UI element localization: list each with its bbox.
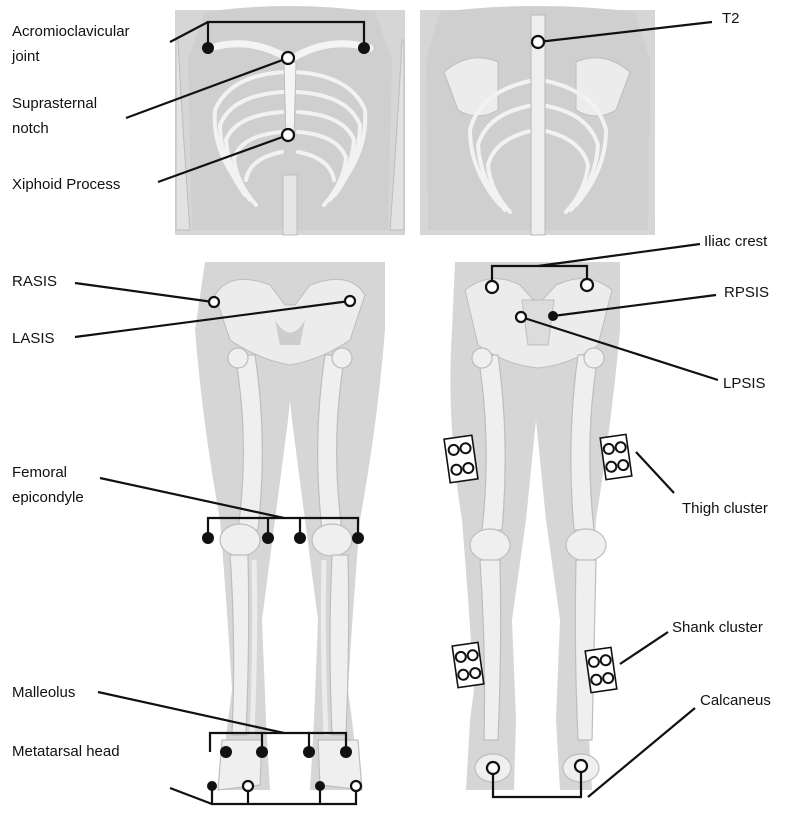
cluster-marker-dot xyxy=(603,443,614,454)
cluster-marker-dot xyxy=(463,462,474,473)
cluster-marker-dot xyxy=(455,651,466,662)
label-suprasternal-line1: Suprasternal xyxy=(12,95,97,112)
marker-xiphoid-process xyxy=(282,129,294,141)
cluster-marker-dot xyxy=(603,672,614,683)
marker-femoral-epicondyle-4 xyxy=(352,532,364,544)
label-malleolus: Malleolus xyxy=(12,684,75,701)
marker-metatarsal-4 xyxy=(351,781,361,791)
cluster-marker-dot xyxy=(618,459,629,470)
label-iliac-crest: Iliac crest xyxy=(704,233,768,250)
shank-cluster-right xyxy=(452,642,484,687)
label-lpsis: LPSIS xyxy=(723,375,766,392)
marker-malleolus-4 xyxy=(340,746,352,758)
back-labels: T2 Iliac crest RPSIS LPSIS Thigh cluster… xyxy=(672,10,771,709)
label-t2: T2 xyxy=(722,10,740,27)
marker-rpsis xyxy=(548,311,558,321)
cluster-marker-dot xyxy=(460,443,471,454)
cluster-marker-dot xyxy=(451,464,462,475)
marker-metatarsal-2 xyxy=(243,781,253,791)
label-suprasternal-line2: notch xyxy=(12,120,49,137)
label-acromioclavicular-line1: Acromioclavicular xyxy=(12,23,130,40)
label-xiphoid-process: Xiphoid Process xyxy=(12,176,120,193)
front-labels: Acromioclavicular joint Suprasternal not… xyxy=(11,23,130,760)
marker-metatarsal-1 xyxy=(207,781,217,791)
marker-acromioclavicular-left xyxy=(358,42,370,54)
marker-malleolus-2 xyxy=(256,746,268,758)
label-rasis: RASIS xyxy=(12,273,57,290)
front-view: Acromioclavicular joint Suprasternal not… xyxy=(11,6,405,804)
cluster-marker-dot xyxy=(458,669,469,680)
back-view: T2 Iliac crest RPSIS LPSIS Thigh cluster… xyxy=(420,6,771,797)
marker-malleolus-1 xyxy=(220,746,232,758)
label-calcaneus: Calcaneus xyxy=(700,692,771,709)
marker-suprasternal-notch xyxy=(282,52,294,64)
marker-metatarsal-3 xyxy=(315,781,325,791)
marker-femoral-epicondyle-2 xyxy=(262,532,274,544)
shank-cluster-left xyxy=(585,647,617,692)
cluster-marker-dot xyxy=(615,442,626,453)
marker-iliac-crest-right xyxy=(486,281,498,293)
label-shank-cluster: Shank cluster xyxy=(672,619,763,636)
front-legs-panel xyxy=(195,262,385,790)
label-metatarsal-head: Metatarsal head xyxy=(12,743,120,760)
marker-lpsis xyxy=(516,312,526,322)
marker-lasis xyxy=(345,296,355,306)
marker-femoral-epicondyle-3 xyxy=(294,532,306,544)
cluster-marker-dot xyxy=(591,674,602,685)
marker-t2 xyxy=(532,36,544,48)
label-femoral-line2: epicondyle xyxy=(12,489,84,506)
label-lasis: LASIS xyxy=(12,330,55,347)
marker-rasis xyxy=(209,297,219,307)
cluster-marker-dot xyxy=(467,650,478,661)
marker-calcaneus-right xyxy=(487,762,499,774)
marker-iliac-crest-left xyxy=(581,279,593,291)
thigh-cluster-left xyxy=(600,434,632,479)
marker-femoral-epicondyle-1 xyxy=(202,532,214,544)
thigh-cluster-right xyxy=(444,435,478,482)
cluster-marker-dot xyxy=(606,461,617,472)
label-thigh-cluster: Thigh cluster xyxy=(682,500,768,517)
label-acromioclavicular-line2: joint xyxy=(11,48,40,65)
label-femoral-line1: Femoral xyxy=(12,464,67,481)
label-rpsis: RPSIS xyxy=(724,284,769,301)
cluster-marker-dot xyxy=(448,444,459,455)
cluster-marker-dot xyxy=(600,655,611,666)
front-torso-panel xyxy=(175,6,405,235)
cluster-marker-dot xyxy=(588,656,599,667)
marker-malleolus-3 xyxy=(303,746,315,758)
marker-calcaneus-left xyxy=(575,760,587,772)
cluster-marker-dot xyxy=(470,667,481,678)
marker-acromioclavicular-right xyxy=(202,42,214,54)
